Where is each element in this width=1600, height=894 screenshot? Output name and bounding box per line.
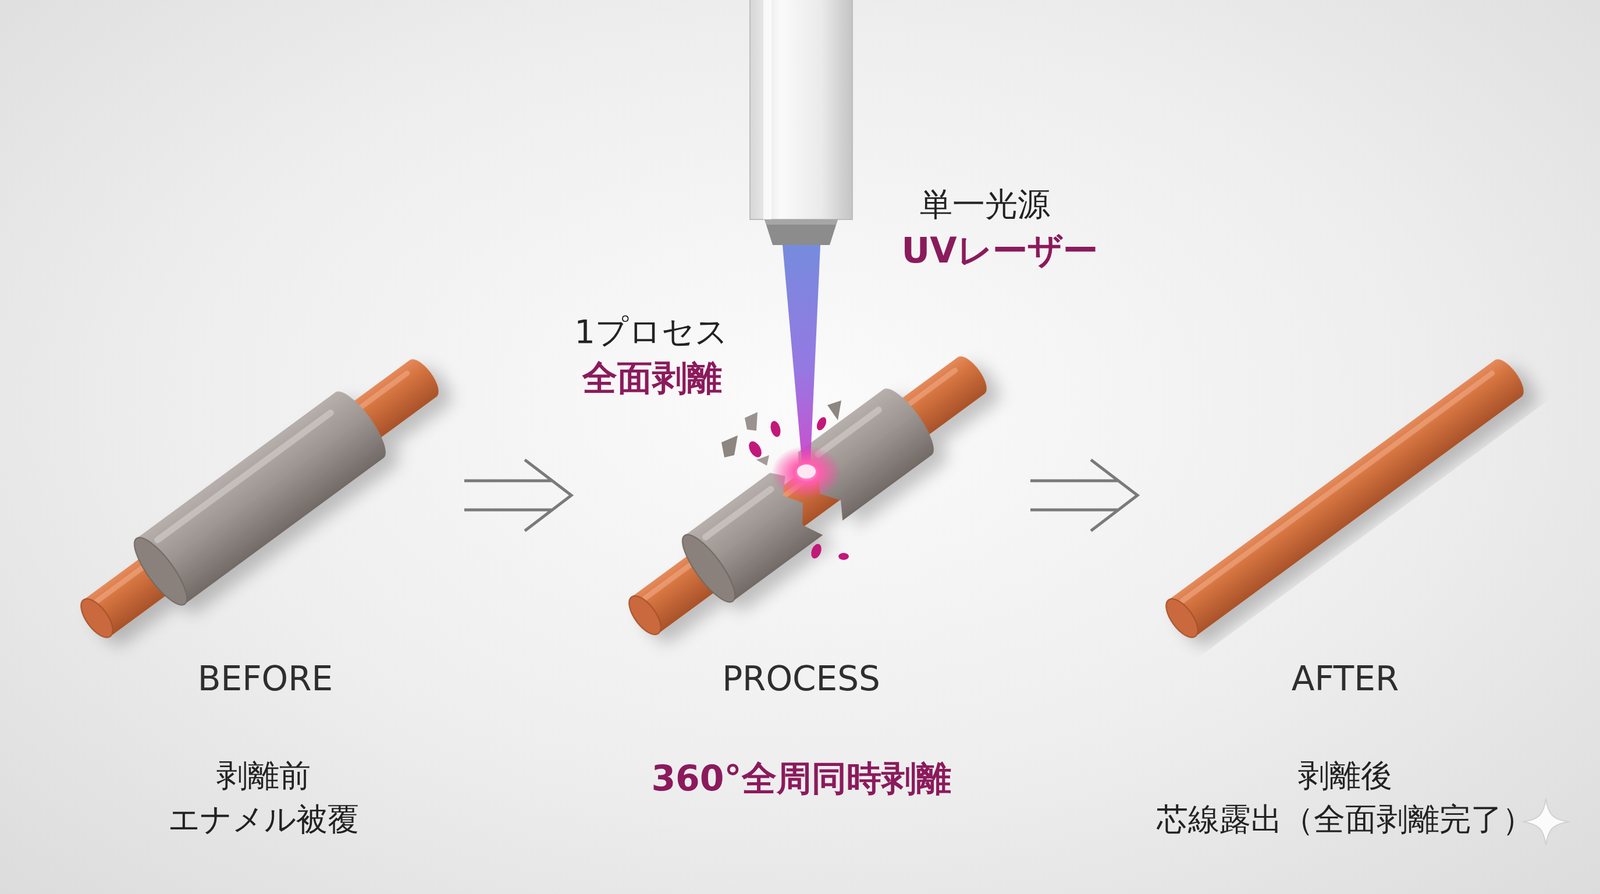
stage-title: PROCESS [722,659,881,699]
enamel-coating [126,530,195,612]
uv-laser-beam [782,244,821,473]
coating-debris [827,400,842,421]
enamel-coating [153,408,336,545]
broken-coating [674,527,743,609]
process-arrow [1030,459,1138,531]
droplets [746,415,849,560]
process-arrow [464,459,572,531]
laser-spot-glow [771,445,842,500]
stage-title: BEFORE [197,659,333,699]
laser-head [749,0,853,245]
light-source-note: 単一光源 [919,185,1051,223]
process-note: 1プロセス [574,313,728,351]
stage-caption: 剥離前 [216,757,311,794]
droplets [838,552,849,560]
copper-core [75,354,445,643]
droplets [769,419,783,438]
stage-caption: 芯線露出（全面剥離完了） [1156,801,1534,838]
laser-spot [797,464,816,479]
process-highlight: 全面剥離 [582,357,723,398]
laser-head [763,0,772,220]
laser-name: UVレーザー [901,230,1098,271]
stage-title: AFTER [1291,659,1399,699]
enamel-wire-before [64,339,455,657]
droplets [815,415,829,432]
droplets [746,439,765,460]
enamel-coating [126,384,394,612]
stage-caption: エナメル被覆 [168,801,359,838]
laser-head [749,0,853,220]
laser-head [764,219,838,225]
broken-coating [701,484,775,542]
stage-caption: 剥離後 [1298,757,1393,794]
laser-head [764,219,838,245]
coating-debris [744,411,758,431]
coating-debris [721,435,738,458]
copper-core [1160,354,1530,643]
bare-wire-after [1160,354,1530,643]
droplets [809,542,824,560]
stage-highlight: 360°全周同時剥離 [651,758,951,799]
